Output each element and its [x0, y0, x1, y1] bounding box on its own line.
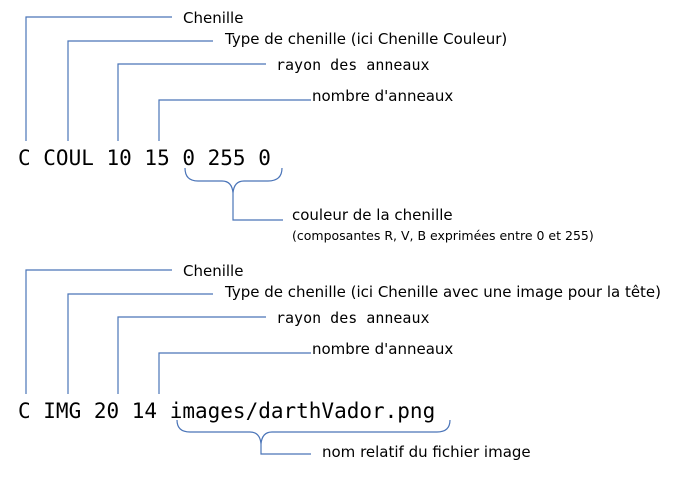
brace-fichier [176, 419, 451, 445]
leader-type-1 [67, 40, 213, 141]
leader-fichier [260, 444, 311, 455]
label-chenille-1: Chenille [183, 9, 243, 27]
leader-rayon-1 [117, 63, 266, 141]
label-nombre-2: nombre d'anneaux [312, 340, 453, 358]
leader-nombre-2 [158, 352, 311, 394]
example-coul: Chenille Type de chenille (ici Chenille … [18, 9, 594, 243]
label-rayon-1: rayon des anneaux [276, 56, 430, 74]
leader-couleur [232, 193, 283, 221]
leader-chenille-2 [25, 269, 172, 394]
leader-rayon-2 [117, 316, 266, 394]
command-coul: C COUL 10 15 0 255 0 [18, 146, 271, 170]
label-chenille-2: Chenille [183, 262, 243, 280]
label-type-2: Type de chenille (ici Chenille avec une … [224, 283, 661, 301]
label-nombre-1: nombre d'anneaux [312, 87, 453, 105]
label-type-1: Type de chenille (ici Chenille Couleur) [224, 30, 507, 48]
label-couleur-detail: (composantes R, V, B exprimées entre 0 e… [292, 228, 594, 243]
brace-couleur [184, 167, 283, 194]
command-img: C IMG 20 14 images/darthVador.png [18, 399, 435, 423]
label-rayon-2: rayon des anneaux [276, 309, 430, 327]
label-couleur: couleur de la chenille [292, 206, 453, 224]
leader-type-2 [67, 293, 213, 394]
label-fichier: nom relatif du fichier image [322, 443, 531, 461]
example-img: Chenille Type de chenille (ici Chenille … [18, 262, 661, 461]
leader-nombre-1 [158, 99, 311, 141]
leader-chenille-1 [25, 16, 172, 141]
